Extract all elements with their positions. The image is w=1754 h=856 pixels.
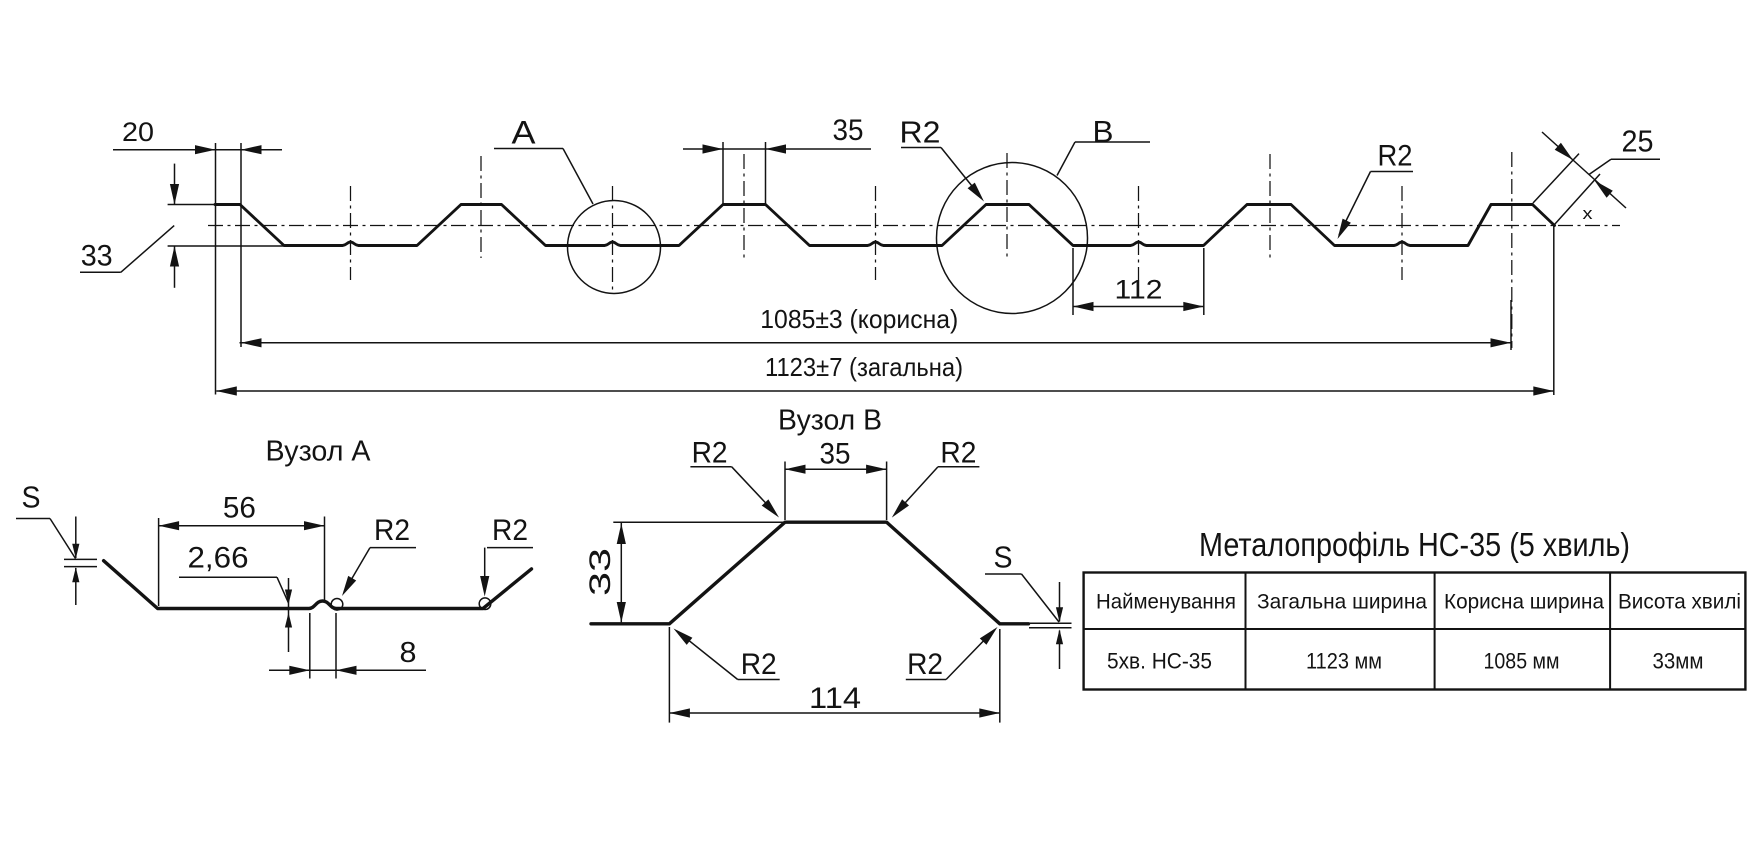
svg-text:8: 8 bbox=[400, 637, 417, 669]
svg-text:B: B bbox=[1093, 114, 1114, 149]
svg-text:Висота хвилі: Висота хвилі bbox=[1618, 590, 1741, 613]
svg-text:20: 20 bbox=[122, 117, 154, 147]
svg-text:1123±7 (загальна): 1123±7 (загальна) bbox=[765, 352, 963, 382]
svg-text:Найменування: Найменування bbox=[1096, 590, 1236, 613]
svg-text:R2: R2 bbox=[900, 114, 941, 149]
svg-text:x: x bbox=[1583, 204, 1594, 223]
svg-text:Металопрофіль НС-35 (5 хвиль): Металопрофіль НС-35 (5 хвиль) bbox=[1199, 526, 1630, 563]
svg-text:R2: R2 bbox=[492, 514, 528, 547]
svg-text:R2: R2 bbox=[1378, 140, 1413, 173]
svg-text:R2: R2 bbox=[374, 514, 410, 547]
svg-text:112: 112 bbox=[1115, 274, 1163, 304]
svg-text:33: 33 bbox=[81, 239, 113, 272]
svg-text:33: 33 bbox=[584, 548, 617, 596]
svg-text:R2: R2 bbox=[741, 648, 777, 681]
svg-text:5хв. НС-35: 5хв. НС-35 bbox=[1107, 649, 1212, 674]
svg-text:1085 мм: 1085 мм bbox=[1484, 649, 1560, 674]
svg-text:Корисна ширина: Корисна ширина bbox=[1444, 590, 1604, 613]
svg-text:2,66: 2,66 bbox=[188, 541, 249, 574]
svg-text:35: 35 bbox=[833, 114, 864, 147]
svg-text:R2: R2 bbox=[692, 437, 728, 470]
svg-text:Вузол В: Вузол В bbox=[778, 405, 882, 437]
svg-text:Вузол А: Вузол А bbox=[266, 436, 372, 468]
svg-text:S: S bbox=[22, 479, 41, 514]
svg-text:33мм: 33мм bbox=[1653, 649, 1704, 674]
svg-text:114: 114 bbox=[809, 682, 861, 715]
svg-text:S: S bbox=[994, 539, 1013, 574]
svg-text:1085±3 (корисна): 1085±3 (корисна) bbox=[760, 304, 958, 334]
svg-text:25: 25 bbox=[1622, 123, 1654, 158]
svg-text:R2: R2 bbox=[940, 437, 976, 470]
svg-text:A: A bbox=[512, 115, 537, 151]
svg-text:1123 мм: 1123 мм bbox=[1306, 649, 1382, 674]
svg-text:Загальна ширина: Загальна ширина bbox=[1257, 590, 1427, 613]
svg-text:R2: R2 bbox=[907, 648, 943, 681]
svg-text:35: 35 bbox=[820, 438, 851, 471]
svg-text:56: 56 bbox=[223, 492, 256, 525]
